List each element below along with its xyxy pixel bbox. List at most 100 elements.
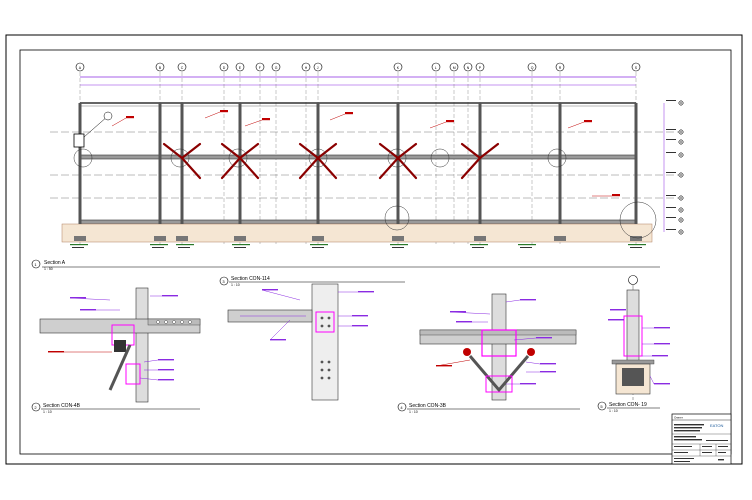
grid-bubble xyxy=(449,62,459,72)
annotation-tag xyxy=(612,194,620,197)
brace-upper xyxy=(316,142,338,160)
brace-upper xyxy=(298,142,320,160)
grid-bubble xyxy=(301,62,311,72)
grid-bubble-label: K xyxy=(397,66,400,70)
brace xyxy=(180,156,202,180)
grid-bubble xyxy=(393,62,403,72)
con-3b-number: 4 xyxy=(400,405,403,410)
grid-bubble xyxy=(155,62,165,72)
grid-bubble xyxy=(463,62,473,72)
footing xyxy=(234,236,246,241)
grid-bubble-label: M xyxy=(453,66,456,70)
brace-upper xyxy=(460,142,482,160)
annotation-tag xyxy=(126,116,134,119)
grid-bubble xyxy=(255,62,265,72)
brace-upper xyxy=(378,142,400,160)
con-4b-number: 2 xyxy=(34,405,37,410)
section-a-label: Section A xyxy=(44,260,66,266)
brace-upper xyxy=(478,142,500,160)
annotation-leader xyxy=(111,117,127,127)
con-114-label: Section CON-114 xyxy=(231,276,270,282)
grid-bubble-label: E xyxy=(239,66,242,70)
brace-upper xyxy=(220,142,242,160)
detail-con-4b-drawing xyxy=(39,287,201,403)
footing xyxy=(312,236,324,241)
grid-bubble-label: G xyxy=(275,66,278,70)
detail-con-4b-title: 2 Section CON-4B 1 : 10 xyxy=(31,402,200,414)
annotation-leader xyxy=(329,113,346,121)
brace xyxy=(316,156,338,180)
column xyxy=(158,103,162,224)
annotation-tag xyxy=(220,110,228,113)
brace xyxy=(378,156,400,180)
footing xyxy=(630,236,642,241)
footing xyxy=(176,236,188,241)
column xyxy=(316,103,320,224)
brace-upper xyxy=(396,142,418,160)
brace-upper xyxy=(238,142,260,160)
grid-bubble xyxy=(219,62,229,72)
grid-bubble xyxy=(75,62,85,72)
section-a-title: 1 Section A 1 : 50 xyxy=(31,259,660,271)
grid-bubble-label: A xyxy=(79,66,82,70)
grid-bubble-label: F xyxy=(259,66,261,70)
con-19-number: 5 xyxy=(600,404,603,409)
grid-bubble-label: P xyxy=(479,66,482,70)
detail-con-114-title: 3 Section CON-114 1 : 10 xyxy=(219,276,405,287)
column xyxy=(558,103,562,224)
detail-con-19-title: 5 Section CON- 19 1 : 10 xyxy=(597,401,660,413)
grid-bubble xyxy=(555,62,565,72)
grid-bubble xyxy=(475,62,485,72)
grid-bubble xyxy=(631,62,641,72)
brace-upper xyxy=(162,142,184,160)
brace xyxy=(298,156,320,180)
grid-bubble-label: J xyxy=(317,66,319,70)
brace xyxy=(460,156,482,180)
annotation-tag xyxy=(584,120,592,123)
column xyxy=(396,103,400,224)
con-114-number: 3 xyxy=(222,279,225,284)
grid-bubble xyxy=(235,62,245,72)
drawing-frame xyxy=(19,49,732,455)
con-3b-label: Section CON-3B xyxy=(409,403,447,409)
column xyxy=(478,103,482,224)
con-3b-scale: 1 : 10 xyxy=(409,410,418,414)
owner-label: Owner xyxy=(674,416,683,420)
grid-bubble xyxy=(313,62,323,72)
annotation-leader xyxy=(429,121,447,129)
grid-bubble xyxy=(431,62,441,72)
column xyxy=(238,103,242,224)
annotation-leader xyxy=(567,121,585,129)
grid-bubble-label: C xyxy=(181,66,184,70)
sheet-border xyxy=(5,34,743,465)
grid-bubble-label: B xyxy=(159,66,162,70)
column xyxy=(78,103,82,224)
title-block: Owner EATON xyxy=(671,413,732,465)
detail-con-3b-drawing xyxy=(419,293,577,401)
con-19-label: Section CON- 19 xyxy=(609,402,647,408)
footing xyxy=(474,236,486,241)
annotation-leader xyxy=(244,119,263,127)
grid-bubble-label: R xyxy=(559,66,562,70)
column xyxy=(180,103,184,224)
annotation-tag xyxy=(262,118,270,121)
brace-upper xyxy=(180,142,202,160)
grid-bubble-label: H xyxy=(305,66,308,70)
footing xyxy=(154,236,166,241)
con-19-scale: 1 : 10 xyxy=(609,409,618,413)
footing xyxy=(392,236,404,241)
eaton-logo: EATON xyxy=(710,423,724,428)
detail-con-3b-title: 4 Section CON-3B 1 : 10 xyxy=(397,402,580,414)
footing xyxy=(554,236,566,241)
con-114-scale: 1 : 10 xyxy=(231,283,240,287)
section-a-number: 1 xyxy=(34,262,37,267)
grid-bubble xyxy=(177,62,187,72)
annotation-leader xyxy=(204,111,221,119)
con-4b-label: Section CON-4B xyxy=(43,403,81,409)
detail-con-114-drawing xyxy=(227,283,374,401)
footing xyxy=(74,236,86,241)
column xyxy=(634,103,638,224)
